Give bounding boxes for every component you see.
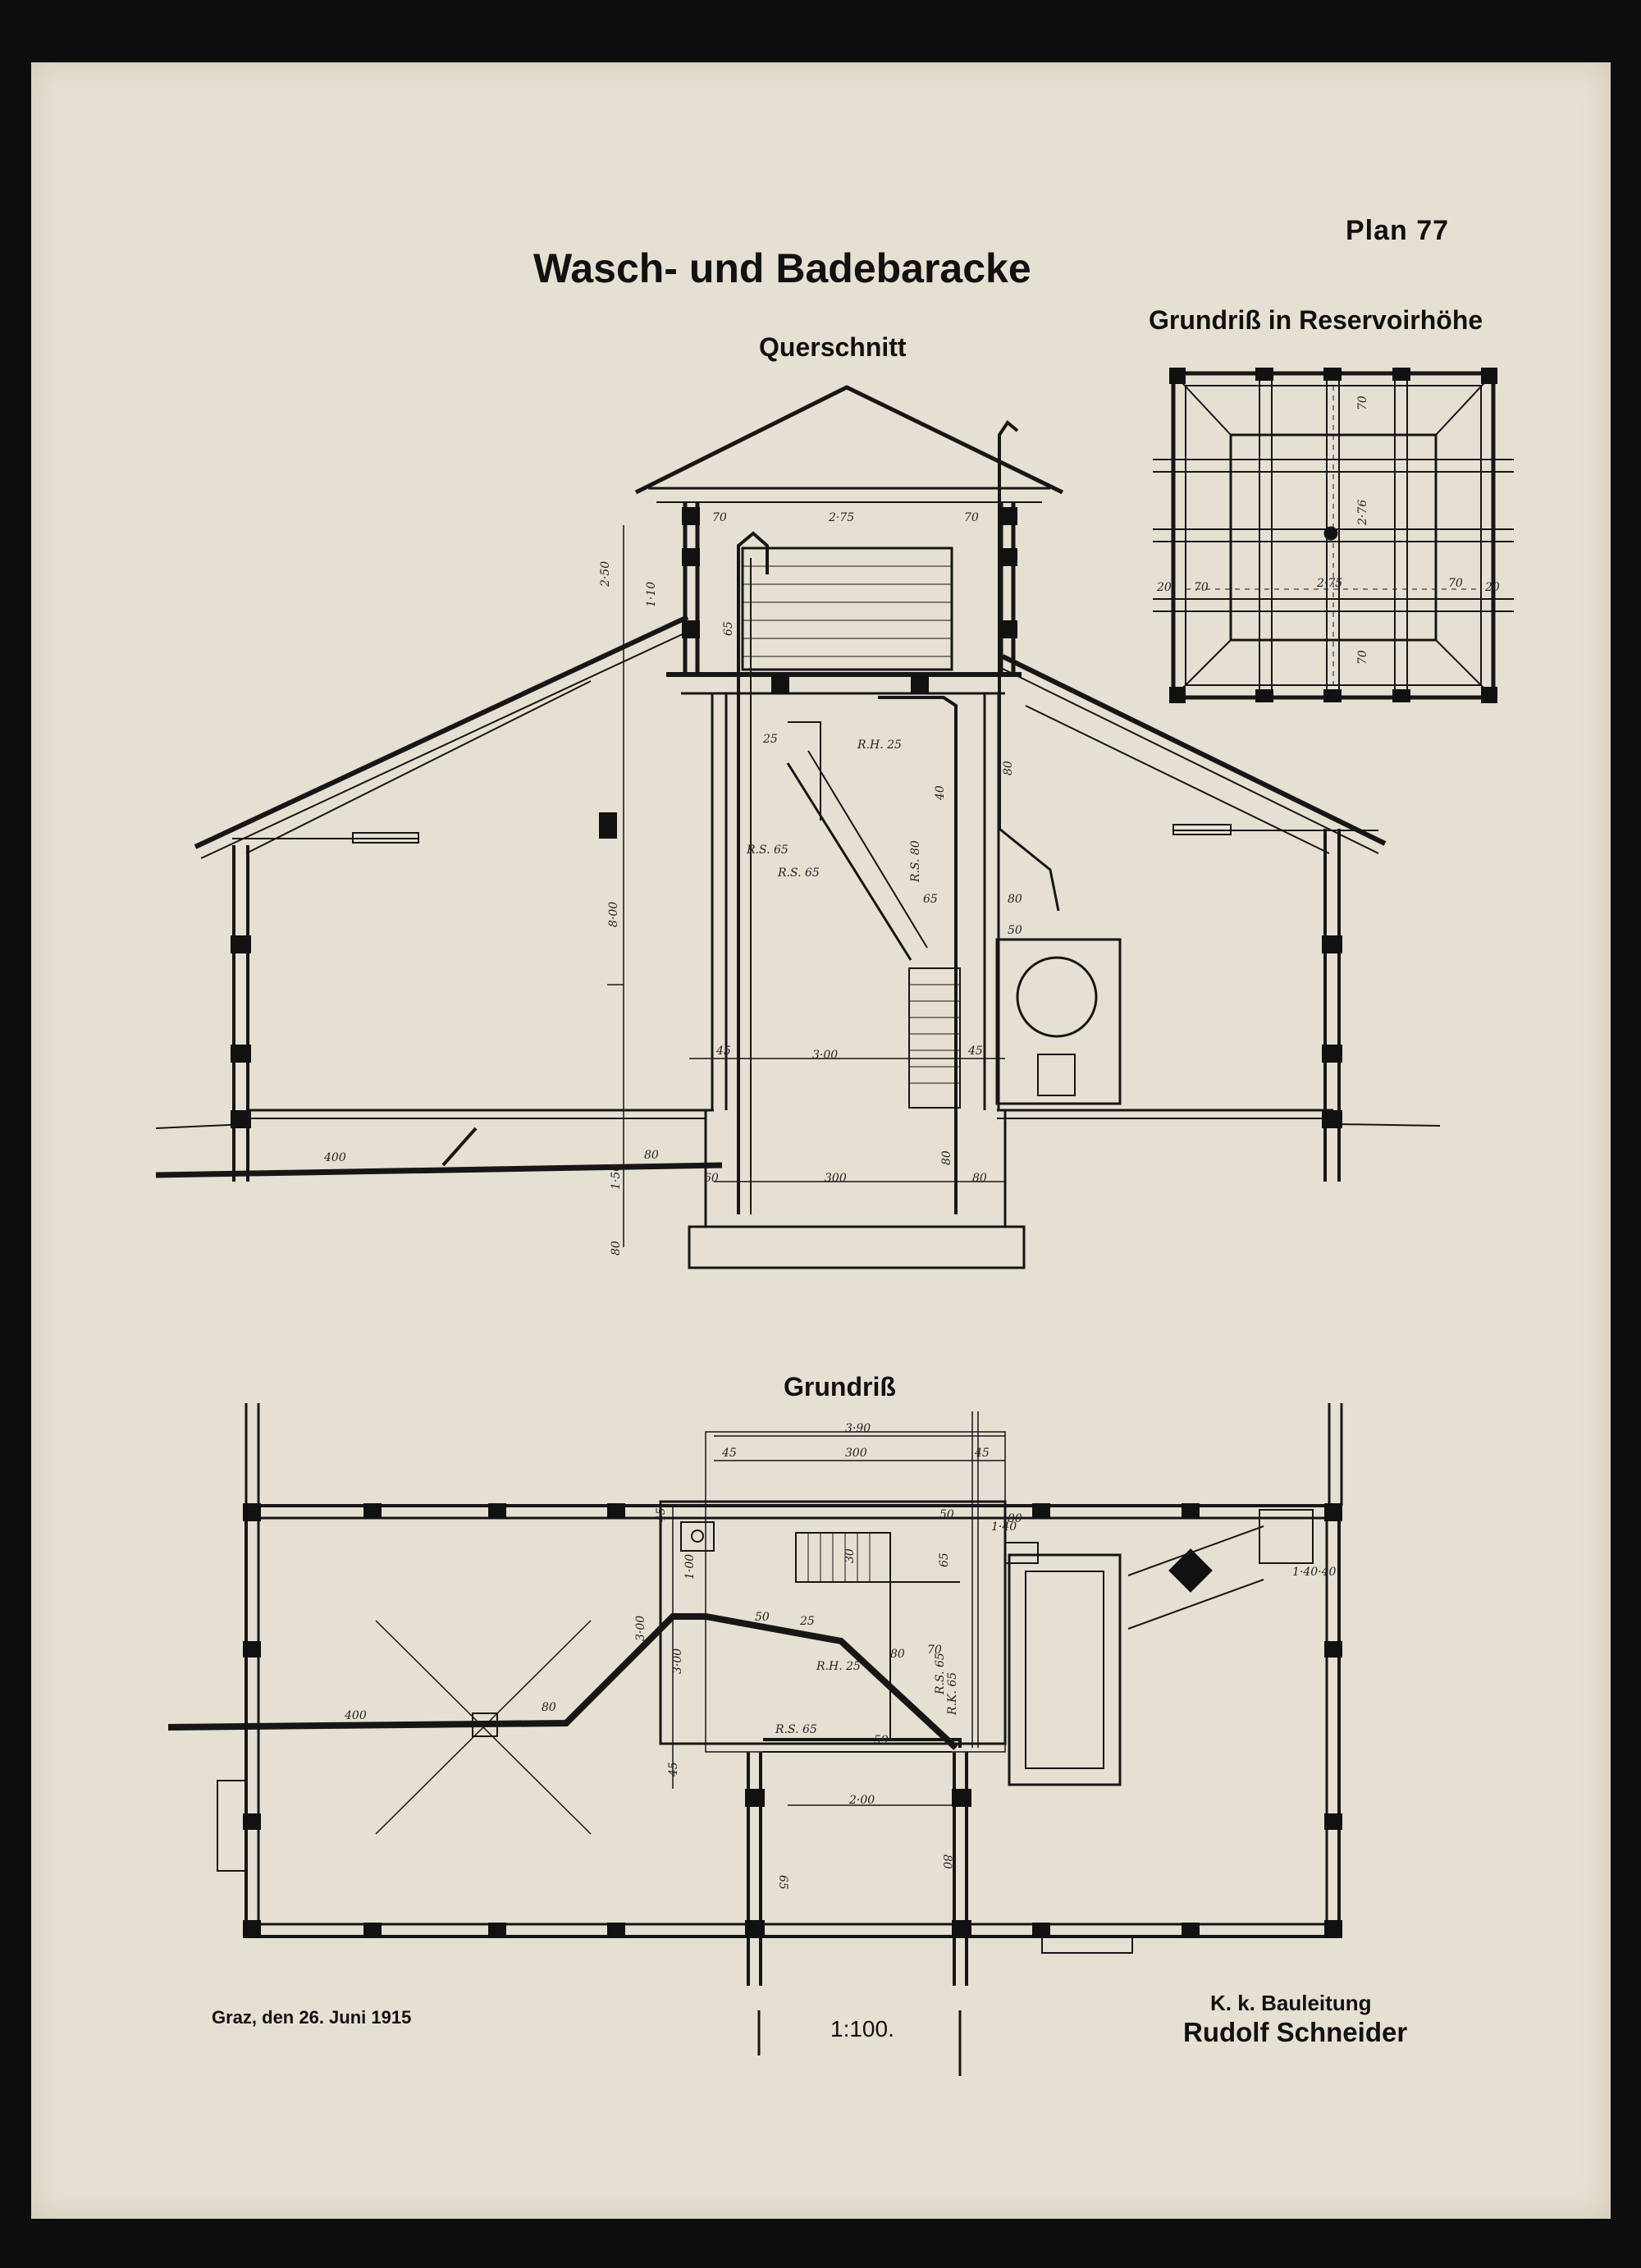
dimension-label: R.S. 65 [934, 1653, 947, 1695]
drawing-title: Wasch- und Badebaracke [533, 245, 1031, 291]
section-caption: Querschnitt [759, 332, 907, 362]
dimension-label: 45 [974, 1447, 990, 1460]
dimension-label: 70 [1356, 650, 1369, 665]
cross-section-drawing [155, 385, 1441, 1269]
dimension-label: 3·90 [845, 1422, 871, 1435]
dimension-label: 65 [938, 1552, 951, 1567]
floor-plan-caption: Grundriß [784, 1372, 896, 1401]
office-label: K. k. Bauleitung [1210, 1991, 1372, 2015]
scale-label: 1:100. [830, 2016, 894, 2042]
dimension-label: 50 [755, 1611, 770, 1624]
dimension-label: 70 [1194, 581, 1209, 594]
reservoir-plan-caption: Grundriß in Reservoirhöhe [1149, 305, 1483, 335]
dimension-label: 25 [762, 733, 778, 746]
dimension-label: 45 [655, 1507, 668, 1523]
dimension-label: 45 [967, 1045, 983, 1058]
dimension-label: 65 [923, 893, 938, 906]
dimension-label: 70 [1356, 396, 1369, 410]
dimension-label: 70 [964, 511, 979, 524]
dimension-label: 40 [934, 785, 947, 801]
reservoir-plan-drawing [1153, 371, 1514, 700]
dimension-label: 1·40·40 [1292, 1566, 1337, 1579]
dimension-label: R.S. 65 [746, 844, 789, 857]
dimension-label: R.K. 65 [946, 1672, 959, 1716]
dimension-label: 70 [712, 511, 727, 524]
dimension-label: 3·00 [812, 1049, 838, 1062]
dimension-label: 80 [610, 1241, 623, 1255]
dimension-label: 8·00 [607, 902, 620, 927]
dimension-label: R.H. 25 [857, 738, 902, 752]
dimension-label: 60 [704, 1172, 719, 1185]
place-date: Graz, den 26. Juni 1915 [212, 2007, 412, 2028]
dimension-label: 59 [874, 1734, 889, 1747]
dimension-label: R.H. 25 [816, 1660, 861, 1673]
dimension-label: R.S. 65 [775, 1723, 817, 1736]
dimension-label: 70 [927, 1644, 942, 1657]
dimension-label: 1·00 [683, 1554, 697, 1580]
dimension-label: 30 [843, 1548, 857, 1563]
dimension-label: 25 [799, 1615, 815, 1628]
dimension-label: 20 [1484, 581, 1500, 594]
dimension-label: 65 [722, 621, 735, 636]
dimension-label: 400 [344, 1709, 367, 1722]
dimension-label: 80 [972, 1172, 987, 1185]
dimension-label: 1·40 [991, 1520, 1017, 1534]
dimension-label: 1·10 [645, 582, 658, 607]
dimension-label: 400 [323, 1151, 346, 1164]
dimension-label: 80 [940, 1150, 953, 1165]
dimension-label: 1·50 [610, 1164, 623, 1190]
dimension-label: 50 [939, 1508, 954, 1521]
dimension-label: 70 [1448, 577, 1463, 590]
plan-number: Plan 77 [1346, 215, 1450, 246]
dimension-label: 80 [890, 1648, 905, 1661]
floor-plan-drawing [167, 1403, 1343, 2076]
dimension-label: 80 [1002, 761, 1015, 775]
dimension-label: 300 [825, 1172, 847, 1185]
dimension-label: 2·75 [1316, 577, 1342, 590]
dimension-label: R.S. 80 [909, 840, 922, 883]
dimension-label: 3·00 [671, 1648, 684, 1674]
dimension-label: 300 [845, 1447, 867, 1460]
dimension-label: 2·75 [828, 511, 854, 524]
dimension-label: 80 [644, 1149, 659, 1162]
drawing-sheet [31, 62, 1611, 2219]
dimension-label: 65 [776, 1875, 789, 1890]
dimension-label: 2·00 [848, 1794, 875, 1807]
dimension-label: 45 [667, 1762, 680, 1777]
dimension-label: 20 [1156, 581, 1172, 594]
dimension-label: 80 [1008, 1512, 1022, 1525]
dimension-label: R.S. 65 [777, 867, 820, 880]
dimension-label: 45 [715, 1045, 731, 1058]
dimension-label: 80 [940, 1854, 953, 1869]
dimension-label: 45 [721, 1447, 737, 1460]
dimension-label: 2·76 [1356, 500, 1369, 526]
signatory-name: Rudolf Schneider [1183, 2017, 1408, 2047]
dimension-label: 3·00 [634, 1616, 647, 1641]
dimension-label: 80 [542, 1701, 556, 1714]
dimension-label: 80 [1008, 893, 1022, 906]
dimension-label: 50 [1008, 924, 1022, 937]
dimension-label: 2·50 [599, 561, 612, 588]
